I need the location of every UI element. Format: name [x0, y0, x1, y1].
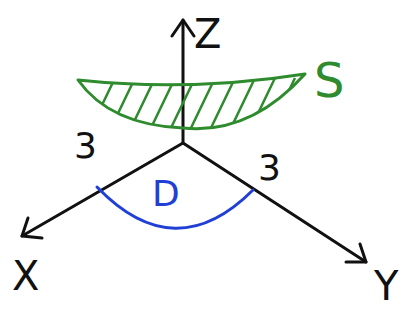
dimension-label: 3	[74, 128, 97, 164]
axis-label: Y	[374, 266, 398, 306]
z-axis	[182, 20, 185, 143]
x-axis	[22, 143, 183, 236]
axis-label: X	[12, 256, 39, 296]
surface-s	[78, 74, 305, 130]
surface-label: S	[314, 56, 344, 104]
region-label: D	[152, 176, 180, 212]
y-axis	[183, 143, 366, 262]
dimension-label: 3	[258, 150, 281, 186]
axis-label: Z	[194, 14, 221, 54]
y-arrowhead	[346, 244, 366, 262]
x-arrowhead	[22, 218, 42, 238]
z-arrowhead	[172, 20, 194, 36]
